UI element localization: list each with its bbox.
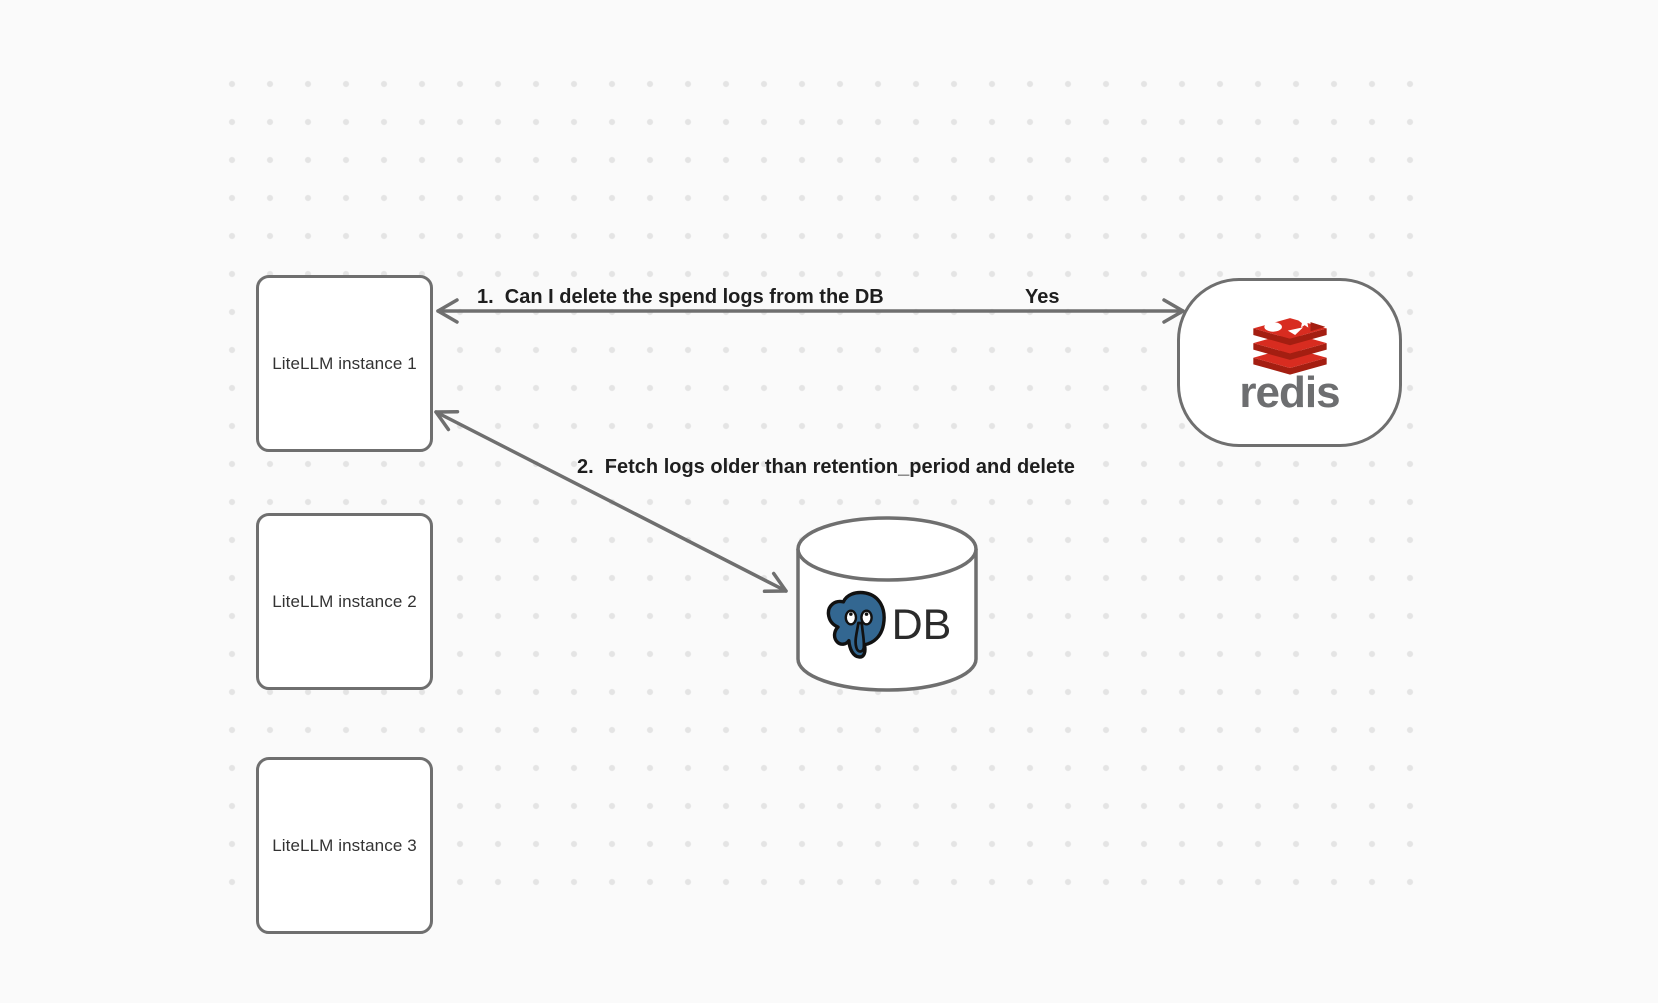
node-db-content[interactable]: DB — [797, 560, 977, 690]
node-label: LiteLLM instance 2 — [272, 591, 417, 611]
edge-1-reply-label[interactable]: Yes — [1025, 286, 1060, 308]
redis-logo-icon — [1252, 314, 1327, 375]
postgresql-elephant-icon — [826, 590, 886, 659]
node-litellm-instance-2[interactable]: LiteLLM instance 2 — [256, 513, 433, 690]
redis-wordmark: redis — [1239, 367, 1340, 417]
db-cylinder-shape[interactable] — [796, 516, 978, 692]
node-litellm-instance-1[interactable]: LiteLLM instance 1 — [256, 275, 433, 452]
edge-2-label[interactable]: 2. Fetch logs older than retention_perio… — [577, 456, 1075, 478]
arrowhead-left-icon — [436, 298, 459, 324]
edge-2-double-arrow[interactable] — [434, 409, 788, 594]
arrowhead-downright-icon — [762, 571, 788, 594]
node-label: LiteLLM instance 1 — [272, 353, 417, 373]
arrowhead-upleft-icon — [434, 409, 460, 432]
node-litellm-instance-3[interactable]: LiteLLM instance 3 — [256, 757, 433, 934]
node-label: LiteLLM instance 3 — [272, 835, 417, 855]
node-redis[interactable]: redis — [1177, 278, 1402, 447]
edge-1-label[interactable]: 1. Can I delete the spend logs from the … — [477, 286, 884, 308]
db-label: DB — [891, 600, 952, 649]
